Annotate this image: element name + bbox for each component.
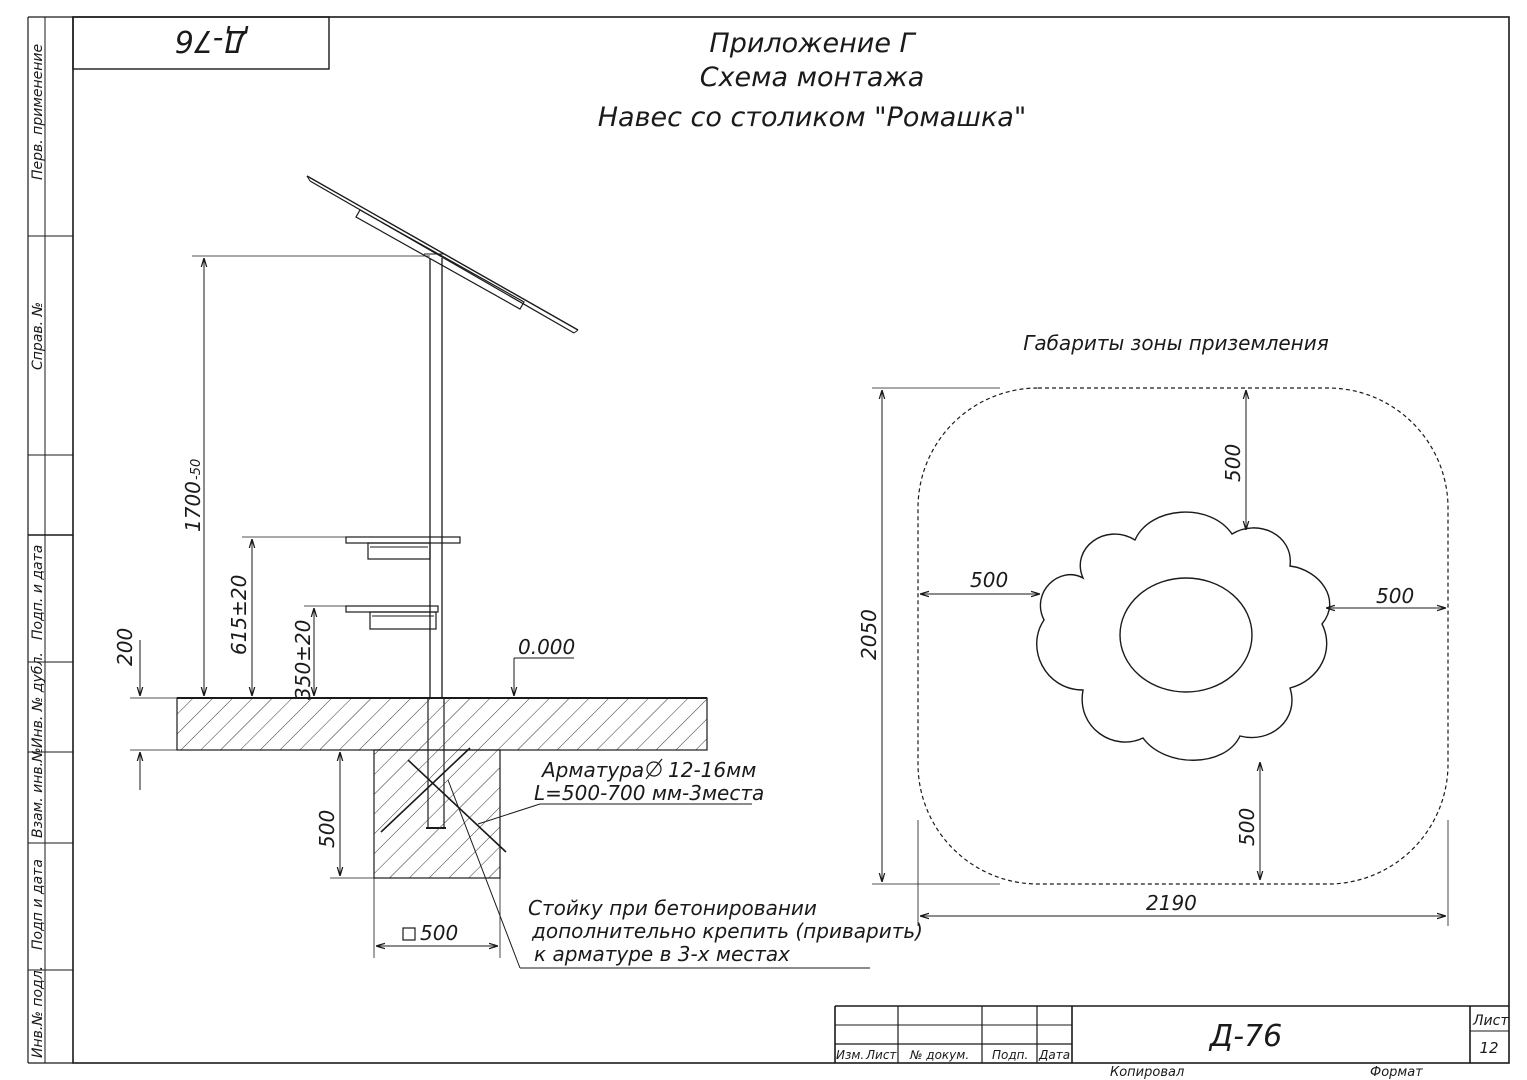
- label-podp-i-data-1: Подп. и дата: [30, 545, 46, 640]
- flower-center-hole: [1119, 577, 1253, 693]
- dim-1700: 1700 -50: [181, 255, 430, 696]
- dim-200: 200: [113, 628, 177, 790]
- square-icon: [402, 927, 416, 941]
- dim-500-right: 500: [1326, 584, 1446, 608]
- format-label: Формат: [1370, 1065, 1423, 1080]
- label-inv-no-dubl: Инв. № дубл.: [30, 652, 46, 748]
- dim-square-500-text: 500: [420, 921, 458, 945]
- dim-2050: 2050: [857, 387, 1000, 885]
- landing-zone-outline: [917, 387, 1449, 885]
- landing-zone-caption: Габариты зоны приземления: [1023, 331, 1329, 355]
- sheet-number: 12: [1479, 1039, 1498, 1057]
- dim-square-500: 500: [373, 878, 501, 958]
- top-view: Габариты зоны приземления 500 500 500 50…: [857, 331, 1449, 926]
- roof-panel: [306, 175, 579, 334]
- col-izm: Изм.: [836, 1048, 864, 1062]
- sheet-label: Лист: [1472, 1013, 1509, 1029]
- title-line-3: Навес со столиком "Ромашка": [598, 102, 1027, 133]
- col-doc-no: № докум.: [909, 1048, 969, 1062]
- col-data: Дата: [1038, 1048, 1070, 1062]
- level-mark: 0.000: [514, 635, 575, 696]
- dim-500-bottom: 500: [1235, 762, 1260, 880]
- dim-500-bottom-text: 500: [1235, 808, 1259, 846]
- dim-2050-text: 2050: [857, 609, 881, 660]
- dim-350: 350±20: [291, 605, 346, 700]
- armature-length: L=500-700 мм-3места: [534, 781, 764, 805]
- label-sprav-no: Справ. №: [30, 302, 46, 370]
- side-labels: Перв. применение Справ. № Подп. и дата И…: [30, 44, 46, 1058]
- title-block: Изм. Лист № докум. Подп. Дата Д-76 Лист …: [834, 1005, 1509, 1080]
- dim-200-text: 200: [113, 628, 137, 666]
- dim-615: 615±20: [227, 536, 346, 696]
- dim-500-vertical-text: 500: [315, 810, 339, 848]
- diameter-icon: [646, 761, 662, 777]
- armature-callout: Арматура 12-16мм L=500-700 мм-3места: [477, 758, 764, 825]
- note-line-2: дополнительно крепить (приварить): [531, 919, 923, 943]
- level-mark-text: 0.000: [518, 635, 575, 659]
- col-podp: Подп.: [992, 1048, 1028, 1062]
- title-line-2: Схема монтажа: [700, 62, 925, 93]
- dim-2190: 2190: [917, 820, 1449, 926]
- armature-rebars: [380, 747, 507, 853]
- col-list: Лист: [865, 1048, 897, 1062]
- dim-1700-tolerance: -50: [189, 459, 204, 480]
- lower-seat: [345, 605, 439, 630]
- note-line-1: Стойку при бетонировании: [528, 896, 817, 920]
- armature-label: Арматура: [540, 758, 644, 782]
- foundation: [373, 749, 501, 879]
- label-vzam-inv-no: Взам. инв.№: [30, 747, 46, 838]
- stamp-code: Д-76: [175, 23, 249, 58]
- ground-slab: [176, 697, 708, 751]
- dim-500-vertical: 500: [315, 752, 374, 879]
- armature-diameter: 12-16мм: [668, 758, 756, 782]
- label-podp-i-data-2: Подп и дата: [30, 859, 46, 950]
- dim-350-text: 350±20: [291, 620, 315, 700]
- title-line-1: Приложение Г: [709, 28, 916, 59]
- note-callout: Стойку при бетонировании дополнительно к…: [447, 779, 923, 969]
- kopiroval-label: Копировал: [1110, 1065, 1184, 1080]
- side-view: 1700 -50 615±20 350±20 200 500: [113, 175, 923, 969]
- note-line-3: к арматуре в 3-х местах: [534, 942, 790, 966]
- dim-1700-text: 1700: [181, 481, 205, 532]
- dim-500-left: 500: [920, 568, 1040, 594]
- side-strip: [27, 16, 73, 1064]
- dim-500-top: 500: [1221, 390, 1246, 530]
- dim-500-right-text: 500: [1376, 584, 1414, 608]
- label-perv-primenenie: Перв. применение: [30, 44, 46, 180]
- sheet-frame: [72, 16, 1510, 1064]
- dim-2190-text: 2190: [1146, 891, 1197, 915]
- upper-table: [345, 536, 461, 560]
- flower-table: [1036, 511, 1331, 761]
- label-inv-no-podl: Инв.№ подл.: [30, 966, 46, 1058]
- stamp-box: [72, 16, 330, 70]
- dim-500-left-text: 500: [970, 568, 1008, 592]
- doc-code: Д-76: [1208, 1019, 1282, 1054]
- dim-500-top-text: 500: [1221, 444, 1245, 482]
- dim-615-text: 615±20: [227, 575, 251, 655]
